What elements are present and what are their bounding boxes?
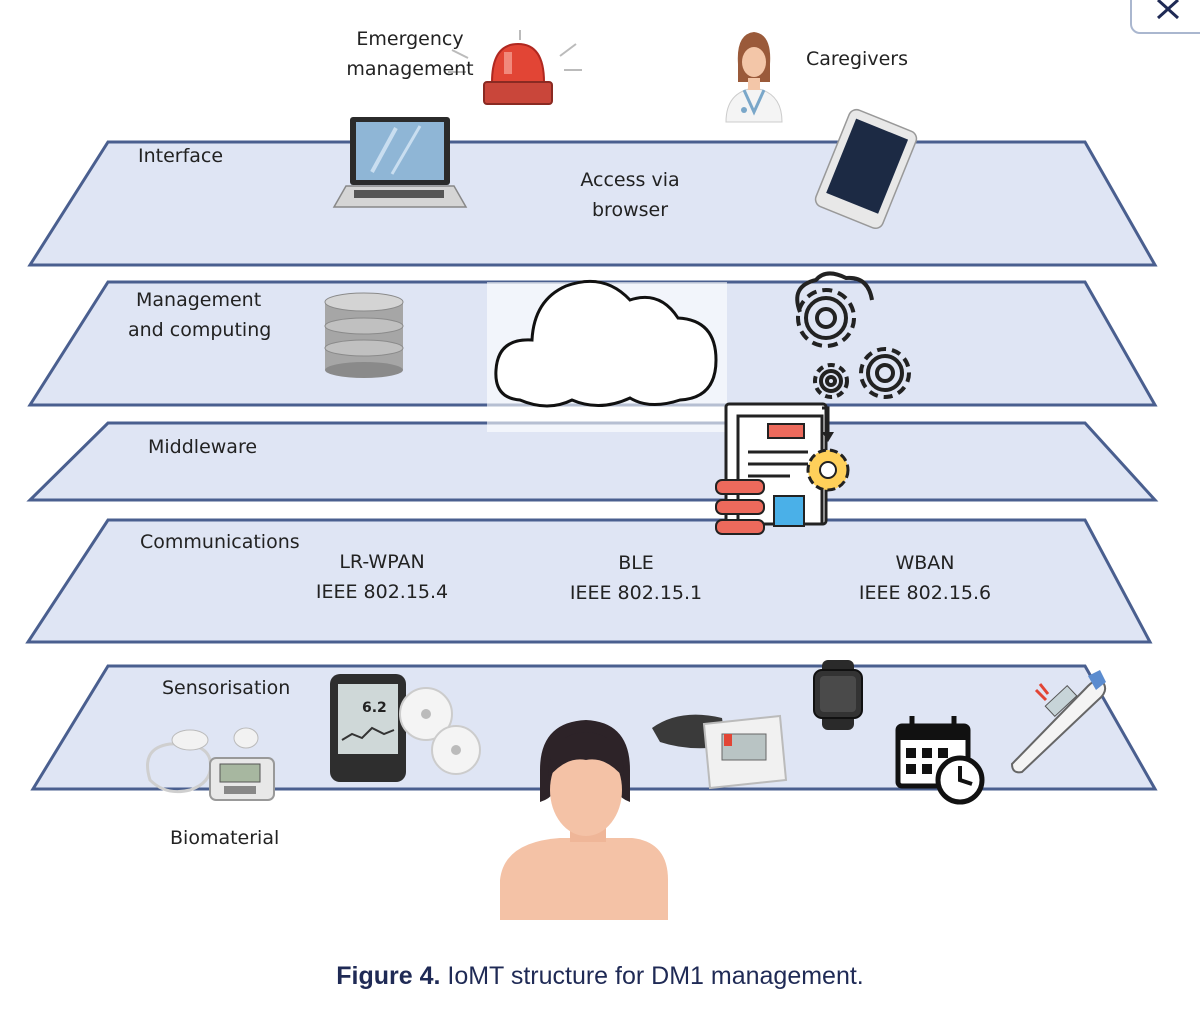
close-button[interactable]: [1130, 0, 1200, 34]
interface-access-line2: browser: [591, 199, 669, 221]
thermometer-icon: [1010, 670, 1107, 774]
interface-layer-label: Interface: [138, 145, 224, 167]
figure-caption-prefix: Figure 4.: [336, 962, 441, 990]
blood-pressure-monitor-icon: [652, 714, 788, 790]
doctor-icon: [725, 32, 783, 123]
smartwatch-icon: [813, 660, 863, 730]
middleware-layer-label: Middleware: [148, 436, 258, 458]
management-layer-label-line2: and computing: [128, 319, 272, 341]
protocol-standard: IEEE 802.15.6: [858, 582, 992, 604]
protocol-standard: IEEE 802.15.4: [315, 581, 449, 603]
figure-caption: Figure 4. IoMT structure for DM1 managem…: [0, 962, 1200, 991]
insulin-pump-icon: [146, 727, 275, 801]
calendar-clock-icon: [895, 716, 985, 805]
close-icon: [1156, 0, 1180, 20]
caregivers-label: Caregivers: [806, 48, 908, 70]
patient-icon: [500, 720, 668, 920]
protocol-standard: IEEE 802.15.1: [569, 582, 703, 604]
communications-layer-label: Communications: [140, 531, 300, 553]
glucose-meter-icon: 6.2: [330, 674, 481, 782]
smartphone-icon: [814, 108, 918, 230]
interface-access-line1: Access via: [580, 169, 680, 191]
alarm-light-icon: [448, 30, 582, 105]
emergency-label-line1: Emergency: [356, 28, 464, 50]
gears-icon: [795, 271, 911, 399]
management-layer-label-line1: Management: [136, 289, 262, 311]
biomaterial-label: Biomaterial: [170, 827, 280, 849]
cloud-icon: [494, 279, 718, 408]
svg-text:6.2: 6.2: [362, 700, 387, 716]
document-processing-icon: [715, 402, 850, 535]
laptop-icon: [332, 117, 468, 208]
protocol-name: LR-WPAN: [339, 551, 425, 573]
database-icon: [324, 292, 404, 378]
emergency-label-line2: management: [346, 58, 474, 80]
sensorisation-layer-label: Sensorisation: [162, 677, 291, 699]
protocol-name: BLE: [618, 552, 654, 574]
figure-caption-text: IoMT structure for DM1 management.: [440, 962, 864, 990]
protocol-name: WBAN: [895, 552, 955, 574]
